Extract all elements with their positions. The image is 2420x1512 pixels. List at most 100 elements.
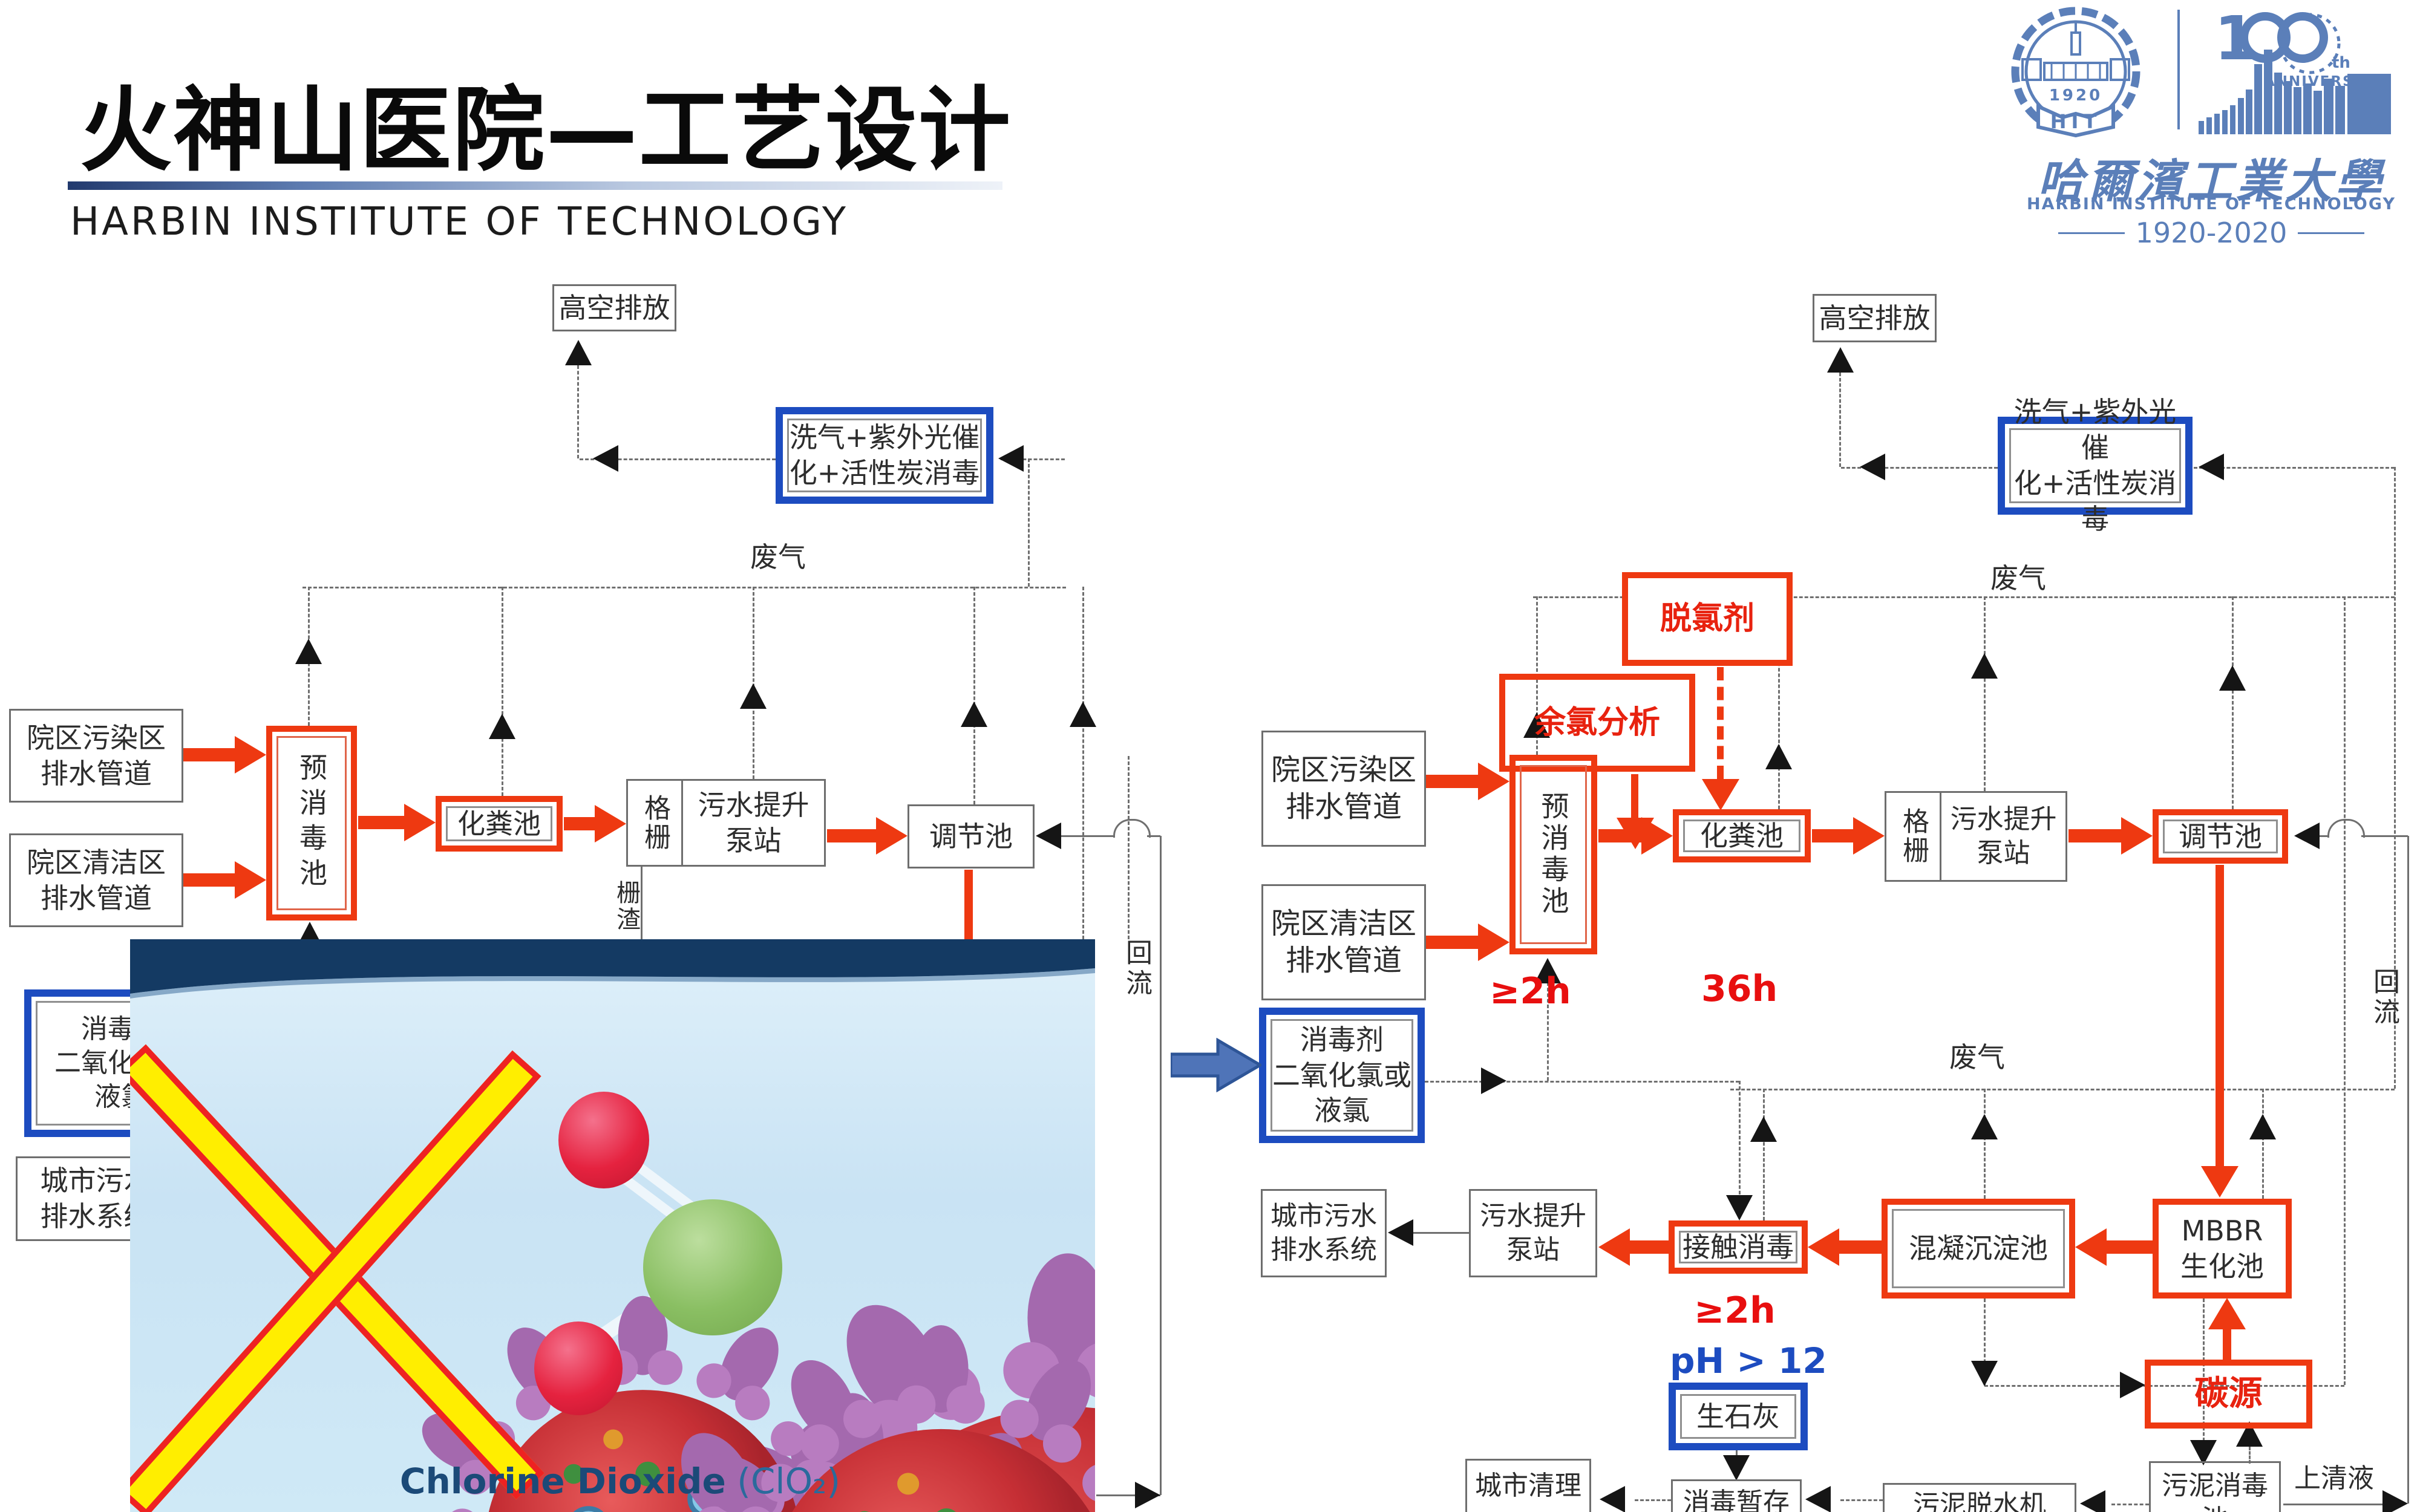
connector <box>1036 823 1061 849</box>
left-screen-cell: 格栅 <box>628 781 683 865</box>
connector <box>577 365 579 458</box>
right-septic-tank-box: 化粪池 <box>1673 809 1811 862</box>
connector <box>1635 1499 1671 1501</box>
connector <box>1702 779 1739 810</box>
right-disinfectant-box: 消毒剂二氧化氯或液氯 <box>1259 1008 1425 1143</box>
connector <box>1736 1450 1738 1458</box>
connector <box>1984 596 1986 791</box>
connector <box>1113 819 1151 838</box>
connector <box>235 736 266 774</box>
connector <box>2223 1329 2231 1361</box>
connector <box>1478 924 1509 961</box>
connector <box>1808 1228 1839 1266</box>
connector <box>998 445 1024 472</box>
connector <box>565 340 592 365</box>
connector <box>1028 458 1030 587</box>
connector <box>1730 1089 2395 1090</box>
connector <box>1001 458 1065 460</box>
connector <box>183 873 235 887</box>
left-gas-treatment-box: 洗气+紫外光催化+活性炭消毒 <box>776 407 993 504</box>
left-return-flow-label: 回流 <box>1121 939 1152 999</box>
left-screen-pump-box: 格栅 污水提升泵站 <box>626 779 826 867</box>
connector <box>1765 744 1792 769</box>
svg-text:1920: 1920 <box>2049 86 2102 105</box>
connector <box>1984 1299 1986 1385</box>
connector <box>973 587 975 804</box>
quicklime-box: 生石灰 <box>1669 1383 1808 1450</box>
contact-time-label: ≥2h <box>1694 1289 1776 1332</box>
right-screen-cell: 格栅 <box>1886 793 1941 880</box>
supernatant-label: 上清液 <box>2294 1463 2374 1494</box>
connector <box>1827 347 1854 373</box>
left-clean-area-box: 院区清洁区排水管道 <box>9 833 183 927</box>
right-municipal-sewer-box: 城市污水排水系统 <box>1261 1189 1387 1277</box>
connector <box>1812 829 1853 842</box>
left-contaminated-area-box: 院区污染区排水管道 <box>9 709 183 803</box>
year-range-text: 1920-2020 <box>2135 217 2288 249</box>
logo-year-range: 1920-2020 <box>2021 217 2402 249</box>
predisinfection-time-label: ≥2h <box>1490 970 1571 1012</box>
connector <box>2203 1299 2205 1441</box>
connector <box>1630 1240 1669 1254</box>
connector <box>1778 596 1780 809</box>
contact-disinfection-box: 接触消毒 <box>1669 1220 1808 1274</box>
carbon-source-box: 碳源 <box>2145 1360 2312 1429</box>
left-discharge-box: 高空排放 <box>552 284 676 331</box>
connector <box>1082 587 1084 939</box>
connector <box>753 587 754 779</box>
connector <box>2249 1114 2276 1139</box>
svg-text:th: th <box>2332 54 2350 72</box>
connector <box>1481 1067 1506 1094</box>
connector <box>1598 1228 1630 1266</box>
connector <box>2111 1504 2149 1505</box>
connector <box>1147 835 1160 837</box>
ph-condition-label: pH > 12 <box>1670 1340 1827 1381</box>
logo-cn-name: 哈爾濱工業大學 <box>2038 154 2385 208</box>
connector <box>2107 1240 2153 1254</box>
comparison-arrow-icon <box>1171 1038 1261 1092</box>
connector <box>580 458 776 460</box>
connector <box>1971 1114 1998 1139</box>
sludge-disinfection-box: 污泥消毒池 <box>2149 1461 2281 1512</box>
connector <box>1971 1361 1998 1386</box>
connector <box>1096 1494 1160 1496</box>
right-regulating-tank-box: 调节池 <box>2153 809 2288 864</box>
connector <box>302 587 1066 588</box>
right-waste-gas-label-1: 废气 <box>1990 562 2046 595</box>
connector <box>1425 1081 1739 1083</box>
connector <box>358 816 404 829</box>
connector <box>593 445 618 472</box>
chlorine-atom <box>643 1199 782 1335</box>
coagulation-sedimentation-box: 混凝沉淀池 <box>1882 1199 2075 1299</box>
page-subtitle: HARBIN INSTITUTE OF TECHNOLOGY <box>70 200 848 244</box>
right-waste-gas-label-2: 废气 <box>1949 1041 2005 1074</box>
connector <box>827 829 876 842</box>
connector <box>964 870 973 940</box>
right-predisinfection-tank-box: 预消毒池 <box>1509 755 1597 954</box>
connector <box>502 587 503 796</box>
connector <box>1160 836 1162 1495</box>
connector <box>1631 774 1638 819</box>
connector <box>2080 1490 2105 1512</box>
connector <box>2219 665 2246 691</box>
connector <box>1412 1232 1469 1234</box>
connector <box>1135 1482 1160 1508</box>
connector <box>1598 829 1641 842</box>
photo-caption: Chlorine Dioxide (ClO₂) <box>399 1461 841 1502</box>
connector <box>595 805 626 842</box>
oxygen-atom-bottom <box>534 1321 623 1415</box>
connector <box>1534 958 1561 983</box>
connector <box>1717 667 1724 779</box>
connector <box>1840 1499 1883 1501</box>
connector <box>564 817 595 830</box>
logo-divider <box>2177 10 2180 129</box>
left-pump-cell: 污水提升泵站 <box>698 788 809 857</box>
left-waste-gas-label: 废气 <box>750 541 806 573</box>
connector <box>1533 596 2395 598</box>
connector <box>2121 817 2153 855</box>
right-return-flow-label: 回流 <box>2369 968 2399 1028</box>
logo-en-name: HARBIN INSTITUTE OF TECHNOLOGY <box>2027 195 2396 213</box>
connector <box>1971 653 1998 679</box>
disinfected-storage-box: 消毒暂存 <box>1671 1479 1802 1512</box>
